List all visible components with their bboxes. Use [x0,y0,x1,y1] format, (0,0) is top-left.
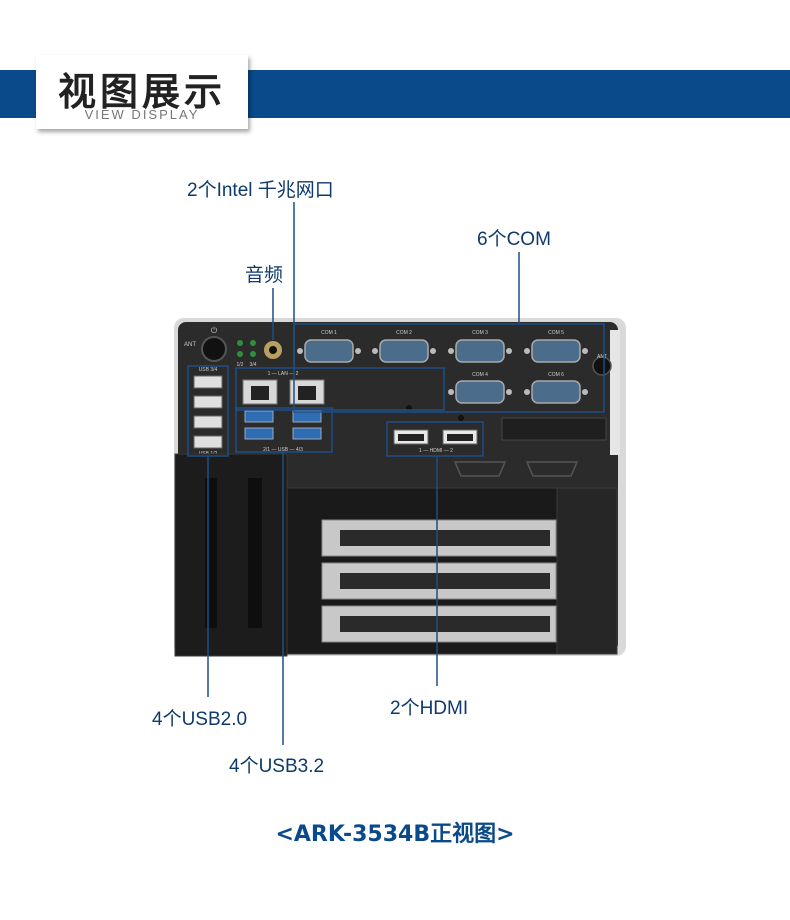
ant-left-label: ANT [184,342,196,348]
audio-jack-hole [269,346,277,354]
knockout [525,461,579,477]
com5-label: COM 5 [548,330,564,336]
usb3-highlight [235,407,333,453]
pcie-brackets [321,519,557,643]
section-title: 视图展示 [57,70,226,114]
com3-label: COM 3 [472,330,488,336]
com6-label: COM 6 [548,372,564,378]
hdmi-panel-label: 1 — HDMI — 2 [419,448,453,454]
com-port [524,339,588,363]
com-port [524,380,588,404]
usb3-callout: 4个USB3.2 [229,756,325,777]
screw [458,415,464,421]
com-ports [297,339,588,404]
section-subtitle: VIEW DISPLAY [84,107,200,122]
com-port [297,339,361,363]
chassis-right-edge [610,330,620,455]
audio-callout: 音频 [245,265,284,286]
blank-bay [501,417,607,441]
led-34-label: 3/4 [250,362,257,368]
power-icon: ⏻ [211,326,218,335]
com4-label: COM 4 [472,372,488,378]
led-12-label: 1/2 [237,362,244,368]
expansion-module-right [556,487,618,655]
knockout [453,461,507,477]
com-port [372,339,436,363]
usb3-panel-label: 2/1 — USB — 4/3 [263,447,303,453]
usb2-ports [193,375,223,449]
led-indicator [250,340,256,346]
com-callout: 6个COM [477,229,551,250]
slot-cover [248,478,262,628]
lan-label: 1 — LAN — 2 [268,371,299,377]
led-indicator [250,351,256,357]
callout-boxes [187,323,605,457]
com2-label: COM 2 [396,330,412,336]
callout-lines [207,202,520,745]
led-indicator [237,340,243,346]
expansion-module-left [174,453,288,657]
power-button [201,336,227,362]
usb3-ports [244,410,322,440]
lan-callout: 2个Intel 千兆网口 [187,180,334,201]
lan-highlight [235,367,445,411]
led-indicator [237,351,243,357]
com-port [448,380,512,404]
com-port [448,339,512,363]
ant-right-label: ANT [597,354,607,360]
usb-top-label: USB 3/4 [199,367,218,373]
lan-ports [242,379,325,405]
hdmi-ports [393,429,478,445]
figure-caption: <ARK-3534B正视图> [275,822,515,847]
com1-label: COM 1 [321,330,337,336]
slot-cover [205,478,217,628]
usb2-callout: 4个USB2.0 [152,709,248,730]
antenna-connector [592,356,612,376]
hdmi-highlight [386,421,484,457]
section-title-box: 视图展示 VIEW DISPLAY [36,55,248,129]
hdmi-callout: 2个HDMI [390,698,469,719]
